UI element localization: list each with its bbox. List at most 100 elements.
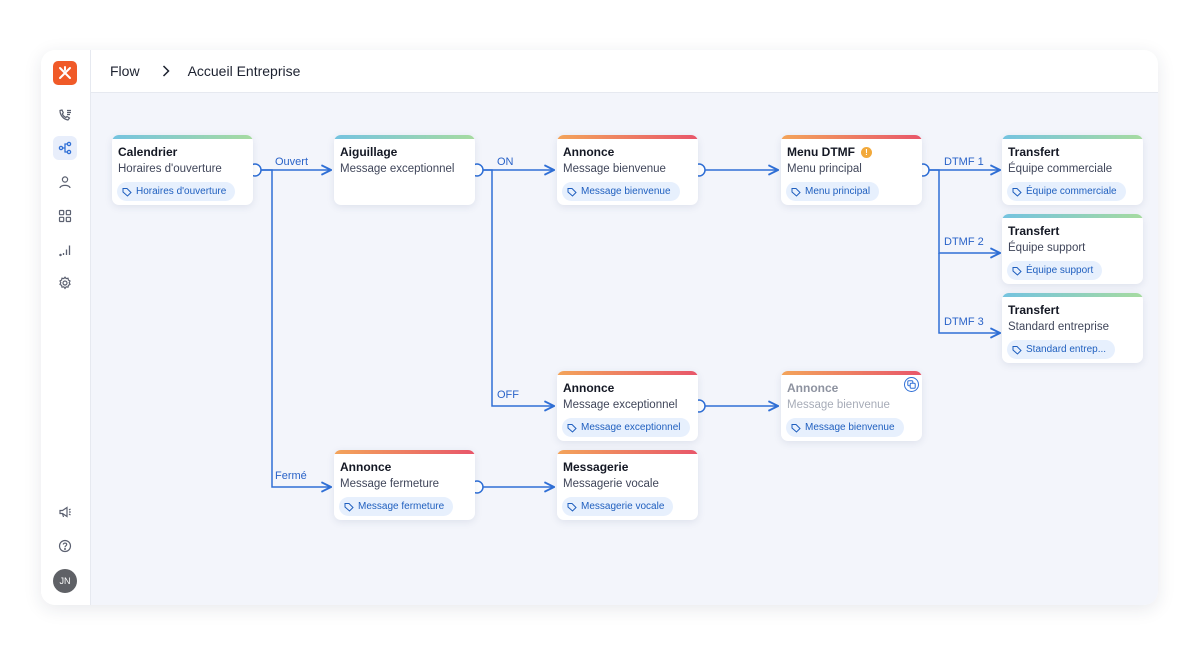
edge-label-ouvert: Ouvert: [275, 156, 309, 168]
node-title: Annonce: [563, 381, 615, 395]
edge-dtmf3: [938, 253, 1000, 333]
node-color-bar: [334, 450, 475, 454]
node-color-bar: [781, 135, 922, 139]
edge-dtmf2: [929, 169, 1000, 253]
node-title: Annonce: [787, 381, 839, 395]
node-subtitle: Standard entreprise: [1008, 321, 1110, 333]
node-color-bar: [557, 450, 698, 454]
node-color-bar: [557, 371, 698, 375]
node-subtitle: Message bienvenue: [563, 163, 666, 175]
settings-icon[interactable]: [53, 271, 77, 295]
tag-icon: [791, 423, 801, 433]
user-icon[interactable]: [53, 170, 77, 194]
node-tag-label: Menu principal: [805, 186, 871, 197]
edge-label-dtmf3: DTMF 3: [944, 316, 984, 328]
node-transfert-support[interactable]: Transfert Équipe support Équipe support: [1002, 214, 1143, 284]
tag-icon: [567, 187, 577, 197]
breadcrumb: Flow Accueil Entreprise: [91, 50, 1158, 93]
node-title: Annonce: [563, 145, 615, 159]
stats-icon[interactable]: [53, 238, 77, 262]
tag-icon: [791, 187, 801, 197]
node-menu-dtmf[interactable]: Menu DTMF ! Menu principal Menu principa…: [781, 135, 922, 205]
node-title-text: Menu DTMF: [787, 145, 855, 159]
node-subtitle: Messagerie vocale: [563, 478, 659, 490]
tag-icon: [567, 502, 577, 512]
breadcrumb-root[interactable]: Flow: [110, 63, 140, 79]
node-tag[interactable]: Message bienvenue: [786, 418, 904, 437]
node-title: Calendrier: [118, 145, 178, 159]
node-title: Transfert: [1008, 224, 1060, 238]
node-tag-label: Message bienvenue: [581, 186, 671, 197]
node-title: Annonce: [340, 460, 392, 474]
tag-icon: [1012, 266, 1022, 276]
breadcrumb-current: Accueil Entreprise: [187, 63, 301, 79]
node-tag-label: Équipe support: [1026, 265, 1094, 276]
node-color-bar: [557, 135, 698, 139]
edge-off: [483, 169, 554, 406]
node-subtitle: Message bienvenue: [787, 399, 890, 411]
node-subtitle: Message fermeture: [340, 478, 440, 490]
node-tag-label: Horaires d'ouverture: [136, 186, 227, 197]
node-tag[interactable]: Standard entrep...: [1007, 340, 1116, 359]
chevron-right-icon: [162, 65, 170, 77]
avatar[interactable]: JN: [53, 569, 77, 593]
edge-label-on: ON: [497, 156, 514, 168]
copy-icon[interactable]: [904, 377, 919, 392]
edge-label-dtmf1: DTMF 1: [944, 156, 984, 168]
node-tag-label: Message exceptionnel: [581, 422, 681, 433]
node-aiguillage[interactable]: Aiguillage Message exceptionnel: [334, 135, 475, 205]
warning-icon[interactable]: !: [861, 146, 872, 158]
node-annonce-bienvenue[interactable]: Annonce Message bienvenue Message bienve…: [557, 135, 698, 205]
node-tag-label: Standard entrep...: [1026, 344, 1107, 355]
phone-list-icon[interactable]: [53, 103, 77, 127]
node-tag[interactable]: Équipe support: [1007, 261, 1103, 280]
announce-icon[interactable]: [53, 500, 77, 524]
node-tag-label: Message fermeture: [358, 501, 445, 512]
node-color-bar: [1002, 293, 1143, 297]
node-tag-label: Message bienvenue: [805, 422, 895, 433]
flow-icon[interactable]: [53, 136, 77, 160]
node-title: Aiguillage: [340, 145, 398, 159]
node-title: Transfert: [1008, 303, 1060, 317]
grid-icon[interactable]: [53, 204, 77, 228]
edge-label-dtmf2: DTMF 2: [944, 236, 984, 248]
node-annonce-exceptionnel[interactable]: Annonce Message exceptionnel Message exc…: [557, 371, 698, 441]
node-color-bar: [1002, 214, 1143, 218]
tag-icon: [1012, 187, 1022, 197]
node-tag-label: Équipe commerciale: [1026, 186, 1117, 197]
tag-icon: [344, 502, 354, 512]
node-messagerie[interactable]: Messagerie Messagerie vocale Messagerie …: [557, 450, 698, 520]
node-color-bar: [781, 371, 922, 375]
node-calendrier[interactable]: Calendrier Horaires d'ouverture Horaires…: [112, 135, 253, 205]
node-tag[interactable]: Menu principal: [786, 182, 880, 201]
tag-icon: [1012, 345, 1022, 355]
node-title: Messagerie: [563, 460, 629, 474]
node-subtitle: Menu principal: [787, 163, 862, 175]
edge-label-off: OFF: [497, 389, 519, 401]
tag-icon: [567, 423, 577, 433]
node-tag[interactable]: Message fermeture: [339, 497, 454, 516]
node-tag-label: Messagerie vocale: [581, 501, 665, 512]
node-tag[interactable]: Messagerie vocale: [562, 497, 674, 516]
sidebar: JN: [41, 50, 91, 605]
node-annonce-fermeture[interactable]: Annonce Message fermeture Message fermet…: [334, 450, 475, 520]
help-icon[interactable]: [53, 534, 77, 558]
flow-canvas[interactable]: Ouvert Fermé ON OFF DTMF 1 DTMF 2 DTMF 3…: [91, 93, 1158, 605]
node-tag[interactable]: Horaires d'ouverture: [117, 182, 236, 201]
logo[interactable]: [53, 61, 77, 85]
node-color-bar: [334, 135, 475, 139]
node-transfert-commerciale[interactable]: Transfert Équipe commerciale Équipe comm…: [1002, 135, 1143, 205]
node-title: Transfert: [1008, 145, 1060, 159]
app-window: JN Flow Accueil Entreprise: [41, 50, 1158, 605]
node-subtitle: Équipe commerciale: [1008, 163, 1113, 175]
node-transfert-standard[interactable]: Transfert Standard entreprise Standard e…: [1002, 293, 1143, 363]
edge-label-ferme: Fermé: [275, 470, 307, 482]
node-subtitle: Message exceptionnel: [340, 163, 455, 175]
tag-icon: [122, 187, 132, 197]
node-title: Menu DTMF !: [787, 145, 872, 159]
edge-ferme: [261, 169, 331, 487]
node-tag[interactable]: Message exceptionnel: [562, 418, 690, 437]
node-annonce-bienvenue-copy[interactable]: Annonce Message bienvenue Message bienve…: [781, 371, 922, 441]
node-tag[interactable]: Équipe commerciale: [1007, 182, 1126, 201]
node-tag[interactable]: Message bienvenue: [562, 182, 680, 201]
